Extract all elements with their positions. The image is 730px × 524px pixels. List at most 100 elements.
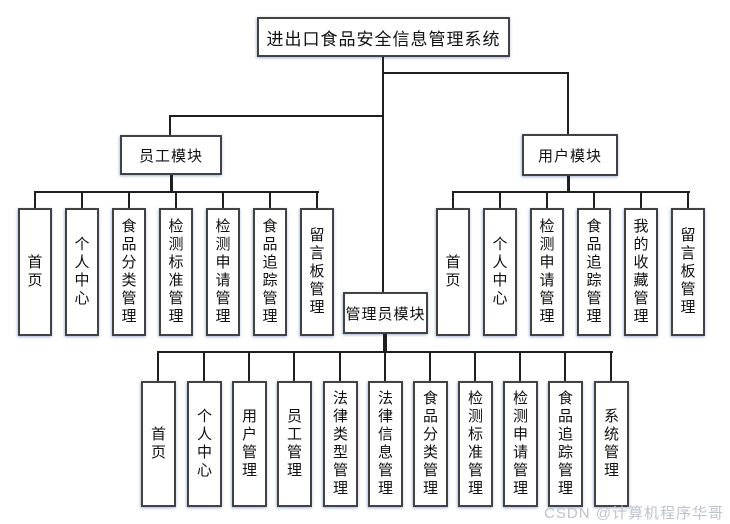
child-label-char: 申 [539,254,555,271]
child-label-char: 户 [241,426,257,443]
child-label-char: 统 [603,426,619,443]
child-box-admin-7: 检测标准管理 [458,381,493,507]
child-box-admin-9: 食品追踪管理 [548,381,583,507]
child-label-char: 检 [467,390,483,407]
child-label-char: 人 [74,254,90,271]
child-label-char: 踪 [557,444,573,461]
child-label-char: 理 [512,480,528,497]
connector-admin-child-4 [339,352,341,381]
child-label-char: 管 [422,462,438,479]
child-label-char: 信 [377,426,393,443]
child-label-char: 中 [74,272,90,289]
connector-admin-child-5 [384,352,386,381]
child-label-char: 食 [557,390,573,407]
child-box-admin-8: 检测申请管理 [503,381,538,507]
child-label-char: 页 [445,272,461,289]
module-label-user: 用户模块 [537,148,602,165]
child-box-admin-1: 个人中心 [187,381,222,507]
child-label-char: 准 [168,272,184,289]
child-label-char: 管 [539,290,555,307]
child-label-char: 人 [196,426,212,443]
child-label-char: 请 [539,272,555,289]
connector-employee-child-6 [316,192,318,208]
child-label-char: 类 [332,426,348,443]
child-label-char: 测 [539,236,555,253]
child-label-char: 板 [680,263,696,280]
connector-user-stub [567,176,570,192]
child-label-char: 板 [309,263,325,280]
child-label-char: 中 [196,444,212,461]
connector-branch-employee-h [170,115,384,117]
child-label-char: 追 [586,254,602,271]
child-label-char: 个 [74,236,90,253]
child-label-char: 品 [262,236,278,253]
child-label-char: 心 [74,290,90,307]
child-label-char: 踪 [262,272,278,289]
child-label-char: 页 [27,272,43,289]
child-label-char: 追 [262,254,278,271]
child-label-char: 分 [121,254,137,271]
child-label-char: 心 [196,462,212,479]
child-label-char: 理 [121,308,137,325]
child-box-admin-2: 用户管理 [232,381,267,507]
child-label-char: 理 [332,480,348,497]
child-box-employee-0: 首页 [18,208,52,336]
child-box-admin-4: 法律类型管理 [323,381,358,507]
child-box-user-4: 我的收藏管理 [624,208,658,336]
connector-employee-child-5 [269,192,271,208]
child-label-char: 请 [512,444,528,461]
child-label-char: 工 [286,426,302,443]
child-label-char: 管 [557,462,573,479]
child-label-char: 用 [241,408,257,425]
child-label-char: 管 [241,444,257,461]
child-label-char: 品 [557,408,573,425]
module-label-admin: 管理员模块 [345,306,426,323]
child-label-char: 型 [332,444,348,461]
child-label-char: 留 [309,227,325,244]
child-label-char: 律 [332,408,348,425]
child-label-char: 理 [539,308,555,325]
connector-admin-child-3 [293,352,295,381]
connector-branch-employee-v [169,115,171,135]
child-label-char: 管 [309,281,325,298]
child-label-char: 类 [422,444,438,461]
child-label-char: 标 [168,254,184,271]
child-label-char: 品 [121,236,137,253]
connector-admin-child-7 [474,352,476,381]
child-label-char: 收 [633,254,649,271]
child-label-char: 法 [377,390,393,407]
connector-user-child-2 [546,192,548,208]
child-label-char: 品 [422,408,438,425]
connector-admin-child-2 [248,352,250,381]
connector-admin-child-0 [157,352,159,381]
child-label-char: 管 [586,290,602,307]
child-label-char: 申 [512,426,528,443]
connector-branch-user-v [567,72,569,134]
child-label-char: 食 [422,390,438,407]
child-label-char: 管 [633,290,649,307]
child-box-user-1: 个人中心 [483,208,517,336]
child-label-char: 测 [168,236,184,253]
child-label-char: 检 [168,218,184,235]
child-label-char: 系 [603,408,619,425]
child-label-char: 理 [603,462,619,479]
connector-user-child-3 [593,192,595,208]
connector-branch-user-h [383,72,569,74]
child-label-char: 理 [215,308,231,325]
connector-employee-child-1 [81,192,83,208]
child-box-employee-2: 食品分类管理 [112,208,146,336]
connector-employee-child-0 [34,192,36,208]
child-label-char: 理 [309,299,325,316]
module-box-user: 用户模块 [522,134,618,176]
child-label-char: 准 [467,444,483,461]
child-box-admin-3: 员工管理 [277,381,312,507]
connector-admin-child-6 [429,352,431,381]
child-label-char: 理 [586,308,602,325]
child-label-char: 品 [586,236,602,253]
child-label-char: 理 [422,480,438,497]
child-label-char: 我 [633,218,649,235]
child-label-char: 理 [168,308,184,325]
child-label-char: 留 [680,227,696,244]
child-box-employee-3: 检测标准管理 [159,208,193,336]
